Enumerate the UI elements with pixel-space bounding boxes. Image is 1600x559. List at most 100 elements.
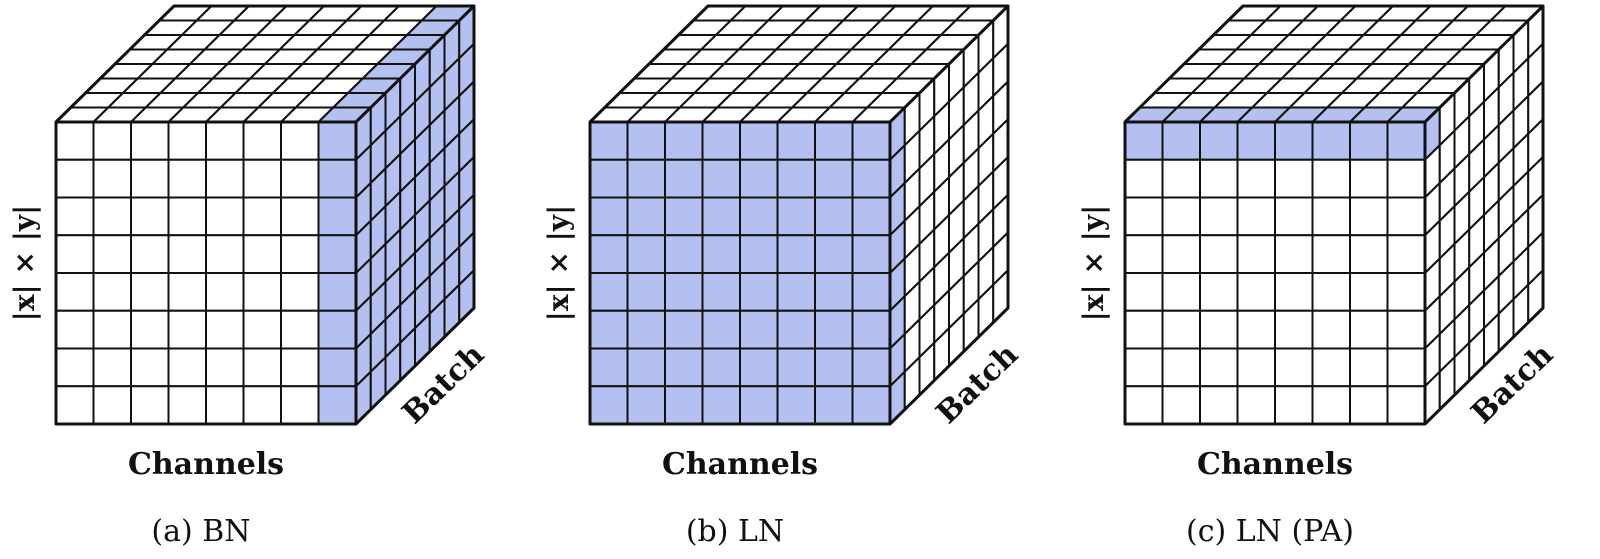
cube-outline [1123,4,1545,426]
front-face-cell [776,309,816,350]
front-face-cell [626,121,666,161]
front-face-cell [1311,309,1351,350]
front-face-cell [1274,158,1314,199]
front-face-cell [1311,234,1351,274]
front-face-cell [1199,347,1239,388]
panel-caption: (c) LN (PA) [1186,514,1354,549]
channels-axis-label: Channels [128,447,284,482]
front-face-cell [851,347,891,388]
front-face-cell [280,347,320,388]
front-face-cell [1199,385,1239,425]
front-face-cell [55,196,95,237]
front-face-cell [1124,234,1164,274]
front-face-cell [776,196,816,237]
channels-axis-label: Channels [1197,447,1353,482]
front-face-cell [1124,309,1164,350]
front-face-cell [1386,309,1426,350]
front-face-cell [1236,385,1276,425]
front-face-cell [1386,347,1426,388]
front-face-cell [1199,121,1239,161]
front-face-cell [814,309,854,350]
front-face-cell [167,234,207,274]
front-face-cell [242,272,282,312]
front-face-cell [280,385,320,425]
front-face-cell [1311,196,1351,237]
front-face-cell [242,347,282,388]
front-face-cell [1274,234,1314,274]
front-face-cell [1349,347,1389,388]
front-face-cell [814,234,854,274]
front-face-cell [92,385,132,425]
front-face-cell [701,309,741,350]
front-face-cell [242,158,282,199]
front-face-cell [851,309,891,350]
front-face-cell [92,347,132,388]
front-face-cell [317,347,357,388]
front-face-cell [664,121,704,161]
front-face-cell [1386,272,1426,312]
spatial-axis-label: |x| × |y| [542,205,575,322]
front-face-cell [1274,121,1314,161]
front-face-cell [167,158,207,199]
front-face-cell [280,309,320,350]
spatial-axis-label: |x| × |y| [1077,205,1110,322]
front-face-cell [664,385,704,425]
front-face-cell [1161,158,1201,199]
front-face-cell [1349,121,1389,161]
front-face-cell [130,385,170,425]
cube-edge [354,4,476,124]
front-face-cell [664,347,704,388]
front-face-cell [701,196,741,237]
front-face-cell [776,121,816,161]
front-face-cell [701,121,741,161]
front-face-cell [1311,385,1351,425]
panel-layer-norm-pa: Channels Batch |x| × |y| (c) LN (PA) [1077,4,1560,549]
front-face-cell [1161,385,1201,425]
front-face-cell [317,309,357,350]
front-face-cell [664,234,704,274]
front-face-cell [851,272,891,312]
front-face-cell [167,309,207,350]
front-face-cell [1386,158,1426,199]
front-face-cell [776,385,816,425]
front-face-cell [130,347,170,388]
front-face-cell [1124,121,1164,161]
front-face-cell [317,385,357,425]
front-face-cell [1349,385,1389,425]
front-face-cell [589,121,629,161]
front-face-cell [1236,309,1276,350]
front-face-cell [167,196,207,237]
front-face-cell [664,158,704,199]
front-face-cell [317,272,357,312]
front-face-cell [205,158,245,199]
front-face-cell [776,347,816,388]
cube-outline [588,4,1010,426]
front-face-cell [1124,196,1164,237]
front-face-cell [1274,385,1314,425]
front-face-cell [280,234,320,274]
front-face-cell [814,385,854,425]
front-face-cell [1161,347,1201,388]
front-face-cell [739,158,779,199]
front-face-cell [92,234,132,274]
front-face-cell [589,347,629,388]
front-face-cell [1349,309,1389,350]
front-face-cell [589,272,629,312]
front-face-cell [1161,309,1201,350]
cube-outline [54,4,476,426]
front-face-cell [1161,196,1201,237]
front-face-cell [814,196,854,237]
front-face-cell [589,234,629,274]
panel-caption: (a) BN [151,514,250,549]
front-face-cell [814,347,854,388]
front-face-cell [55,158,95,199]
front-face-cell [205,347,245,388]
front-face-cell [205,309,245,350]
front-face-cell [1274,196,1314,237]
front-face-cell [92,309,132,350]
front-face-cell [739,121,779,161]
front-face-cell [205,121,245,161]
cube-batch-norm [54,4,476,426]
front-face-cell [55,385,95,425]
front-face-cell [776,234,816,274]
